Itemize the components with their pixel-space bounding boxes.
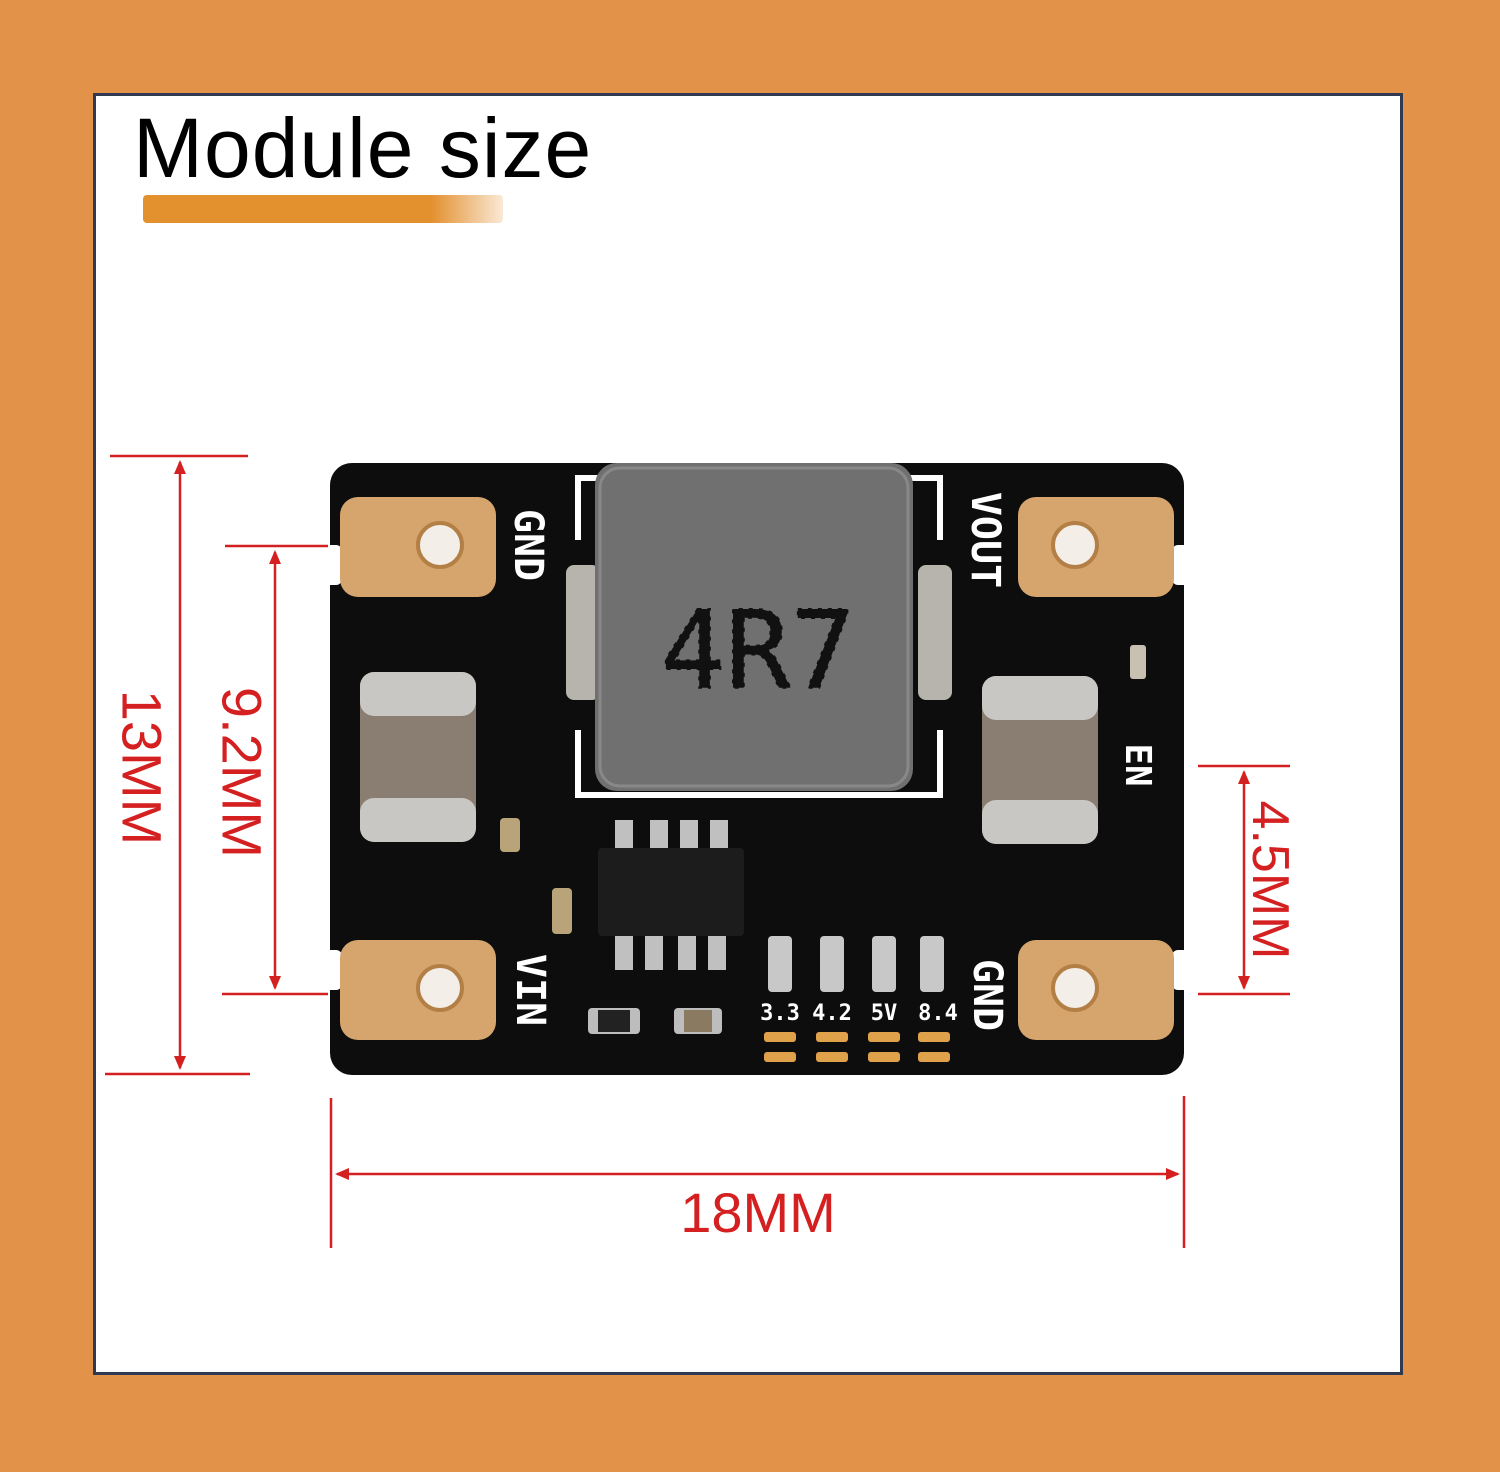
page-title: Module size bbox=[133, 101, 593, 195]
pad-gnd-bottom bbox=[1018, 940, 1174, 1040]
label-vin: VIN bbox=[507, 954, 553, 1026]
regulator-ic bbox=[598, 820, 744, 970]
dimension-en-to-gnd: 4.5MM bbox=[1241, 800, 1299, 960]
dimension-width-total: 18MM bbox=[680, 1181, 836, 1244]
label-vout: VOUT bbox=[962, 492, 1008, 588]
pad-vin bbox=[340, 940, 496, 1040]
pad-vout bbox=[1018, 497, 1174, 597]
inductor-marking: 4R7 bbox=[660, 589, 855, 714]
dimension-pad-spacing: 9.2MM bbox=[210, 686, 274, 859]
voltage-option-3: 8.4 bbox=[918, 1001, 958, 1026]
inductor bbox=[595, 463, 913, 791]
voltage-option-2: 5V bbox=[871, 1001, 898, 1026]
dimension-arrowheads bbox=[174, 460, 1250, 1180]
voltage-selector-pads bbox=[764, 936, 950, 1062]
title-underline bbox=[143, 195, 503, 223]
voltage-option-0: 3.3 bbox=[760, 1001, 800, 1026]
dimension-lines bbox=[105, 454, 1290, 1248]
capacitor-left bbox=[360, 672, 476, 842]
dimension-height-total: 13MM bbox=[110, 689, 174, 846]
label-gnd-top: GND bbox=[505, 509, 551, 581]
capacitor-right bbox=[982, 676, 1098, 844]
pad-gnd-top bbox=[340, 497, 496, 597]
label-gnd-bottom: GND bbox=[964, 959, 1010, 1031]
label-en: EN bbox=[1117, 743, 1158, 786]
voltage-option-1: 4.2 bbox=[812, 1001, 852, 1026]
